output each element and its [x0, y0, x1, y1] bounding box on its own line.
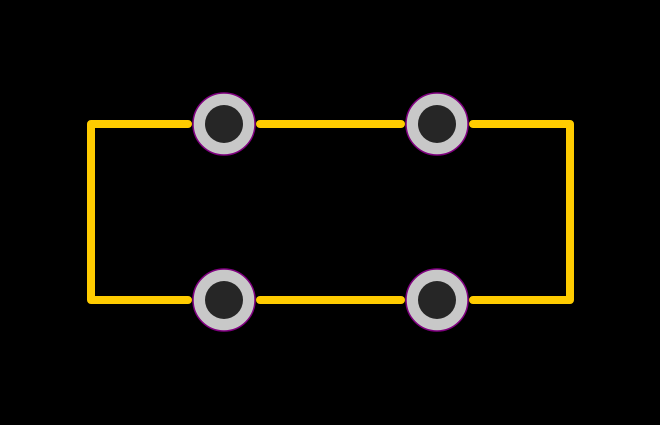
pad-bottom-left [192, 268, 256, 332]
traces-layer [87, 120, 574, 304]
pad-bottom-right [405, 268, 469, 332]
pad-top-left [192, 92, 256, 156]
trace-left-loop [87, 120, 192, 304]
pad-hole [418, 281, 456, 319]
trace-right-loop [469, 120, 574, 304]
pad-hole [418, 105, 456, 143]
pad-hole [205, 281, 243, 319]
pad-top-right [405, 92, 469, 156]
pad-hole [205, 105, 243, 143]
pads-layer [192, 92, 469, 332]
